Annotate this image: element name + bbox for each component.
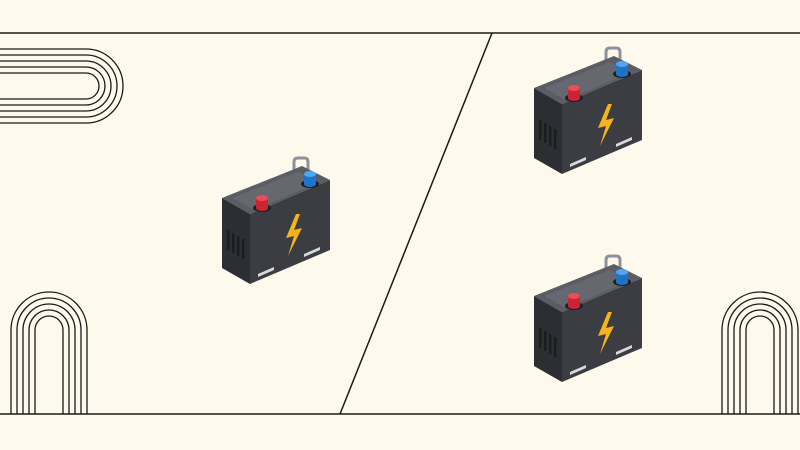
concentric-arch-decoration-right [721,291,799,414]
diagonal-divider-line [339,32,493,415]
car-battery-icon [220,156,332,286]
left-panel [220,156,332,286]
concentric-hairpin-decoration [0,48,124,124]
car-battery-icon [532,254,644,384]
concentric-arch-decoration-left [10,291,88,414]
car-battery-icon [532,46,644,176]
right-panel [532,46,644,384]
